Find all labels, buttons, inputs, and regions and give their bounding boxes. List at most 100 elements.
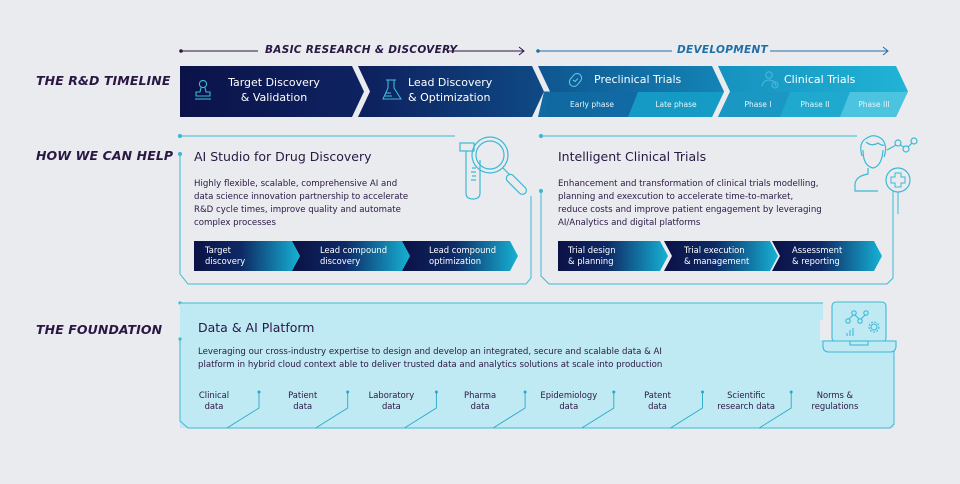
data-source-line2: data	[204, 401, 224, 411]
ai-studio-step-target-discovery[interactable]: Target discovery	[205, 245, 245, 267]
clinical-step-assessment[interactable]: Assessment & reporting	[792, 245, 842, 267]
ai-studio-desc-line: complex processes	[194, 218, 276, 228]
preclinical-early-phase[interactable]: Early phase	[570, 100, 614, 109]
connector-dot	[346, 390, 350, 394]
foundation-frame	[178, 301, 895, 429]
foundation-description: Leveraging our cross-industry expertise …	[198, 346, 818, 372]
clinical-chevrons	[558, 241, 882, 271]
data-source-line1: Epidemiology	[540, 390, 598, 400]
clinical-step-trial-design[interactable]: Trial design & planning	[568, 245, 616, 267]
stamp-icon	[195, 79, 211, 100]
data-source-line1: Laboratory	[368, 390, 415, 400]
step-line1: Lead compound	[429, 245, 497, 255]
step-line2: & planning	[568, 256, 614, 266]
phase-arrow-basic	[179, 46, 525, 56]
clinical-title: Intelligent Clinical Trials	[558, 149, 707, 164]
row-label-help: HOW WE CAN HELP	[36, 148, 174, 163]
connector-line	[226, 392, 260, 429]
foundation-title: Data & AI Platform	[198, 320, 315, 335]
timeline-step-2-line1: Lead Discovery	[408, 76, 493, 89]
connector-dot	[257, 390, 261, 394]
timeline-step-1-line1: Target Discovery	[228, 76, 320, 89]
ai-studio-desc-line: R&D cycle times, improve quality and aut…	[194, 205, 401, 215]
laptop-analytics-icon	[822, 301, 897, 353]
data-source-line1: Patient	[288, 390, 318, 400]
foundation-desc-line: Leveraging our cross-industry expertise …	[198, 347, 662, 357]
connector-line	[404, 392, 437, 429]
step-line1: Trial design	[568, 245, 616, 255]
row-label-timeline: THE R&D TIMELINE	[36, 73, 171, 88]
step-line1: Trial execution	[684, 245, 745, 255]
data-source-line1: Patent	[644, 390, 671, 400]
ai-studio-description: Highly flexible, scalable, comprehensive…	[194, 178, 464, 230]
patient-plus-icon	[854, 135, 918, 214]
clinical-description: Enhancement and transformation of clinic…	[558, 178, 858, 230]
data-source-line2: data	[470, 401, 490, 411]
foundation-connectors	[226, 390, 793, 429]
connector-line	[581, 392, 615, 429]
connector-dot	[523, 390, 527, 394]
timeline-step-target-discovery	[180, 66, 364, 117]
ai-studio-desc-line: Highly flexible, scalable, comprehensive…	[194, 179, 398, 189]
step-line1: Target	[205, 245, 231, 255]
data-source-line1: Clinical	[198, 390, 230, 400]
data-source-line2: data	[293, 401, 313, 411]
step-line1: Lead compound	[320, 245, 388, 255]
timeline-step-lead-discovery	[358, 66, 544, 117]
foundation-data-source[interactable]: Norms &regulations	[795, 390, 875, 412]
clinical-desc-line: AI/Analytics and digital platforms	[558, 218, 701, 228]
connector-dot	[434, 390, 438, 394]
data-source-line2: data	[381, 401, 401, 411]
flask-icon	[382, 79, 403, 100]
ai-studio-title: AI Studio for Drug Discovery	[194, 149, 372, 164]
step-line2: discovery	[320, 256, 361, 266]
timeline-step-1-line2: & Validation	[240, 91, 308, 104]
clinical-phase-2[interactable]: Phase II	[800, 100, 830, 109]
preclinical-late-phase[interactable]: Late phase	[655, 100, 697, 109]
data-source-line2: regulations	[811, 401, 859, 411]
timeline-step-3-label[interactable]: Preclinical Trials	[594, 73, 682, 86]
data-source-line1: Norms &	[816, 390, 854, 400]
data-source-line2: data	[559, 401, 579, 411]
ai-studio-step-lead-compound-discovery[interactable]: Lead compound discovery	[320, 245, 387, 267]
clinical-desc-line: planning and exexcution to accelerate ti…	[558, 192, 794, 202]
connector-dot	[789, 390, 793, 394]
timeline-step-2-label[interactable]: Lead Discovery & Optimization	[408, 75, 518, 105]
timeline-step-2-line2: & Optimization	[408, 91, 491, 104]
data-source-line2: research data	[717, 401, 776, 411]
step-line2: discovery	[205, 256, 246, 266]
ai-studio-chevrons	[194, 241, 518, 271]
clinical-step-trial-execution[interactable]: Trial execution & management	[684, 245, 749, 267]
connector-line	[315, 392, 349, 429]
step-line2: optimization	[429, 256, 482, 266]
doctor-icon	[761, 71, 779, 89]
molecule-icon	[568, 73, 583, 87]
phase-basic-research: BASIC RESEARCH & DISCOVERY	[265, 44, 458, 56]
foundation-desc-line: platform in hybrid cloud context able to…	[198, 360, 663, 370]
connector-line	[670, 392, 703, 429]
clinical-phase-1[interactable]: Phase I	[744, 100, 772, 109]
phase-arrow-development	[536, 46, 889, 56]
ai-studio-desc-line: data science innovation partnership to a…	[194, 192, 409, 202]
clinical-frame	[538, 133, 894, 285]
data-source-line2: data	[648, 401, 667, 411]
ai-studio-step-lead-compound-optimization[interactable]: Lead compound optimization	[429, 245, 496, 267]
clinical-phase-3[interactable]: Phase III	[858, 100, 890, 109]
connector-dot	[612, 390, 616, 394]
step-line2: & reporting	[792, 256, 840, 266]
step-line2: & management	[684, 256, 750, 266]
timeline-step-1-label[interactable]: Target Discovery & Validation	[214, 75, 334, 105]
connector-line	[758, 392, 792, 429]
clinical-desc-line: Enhancement and transformation of clinic…	[558, 179, 819, 189]
magnifier-test-tube-icon	[459, 136, 527, 200]
timeline-step-4-label[interactable]: Clinical Trials	[784, 73, 856, 86]
ai-studio-frame	[177, 133, 532, 285]
step-line1: Assessment	[792, 245, 843, 255]
